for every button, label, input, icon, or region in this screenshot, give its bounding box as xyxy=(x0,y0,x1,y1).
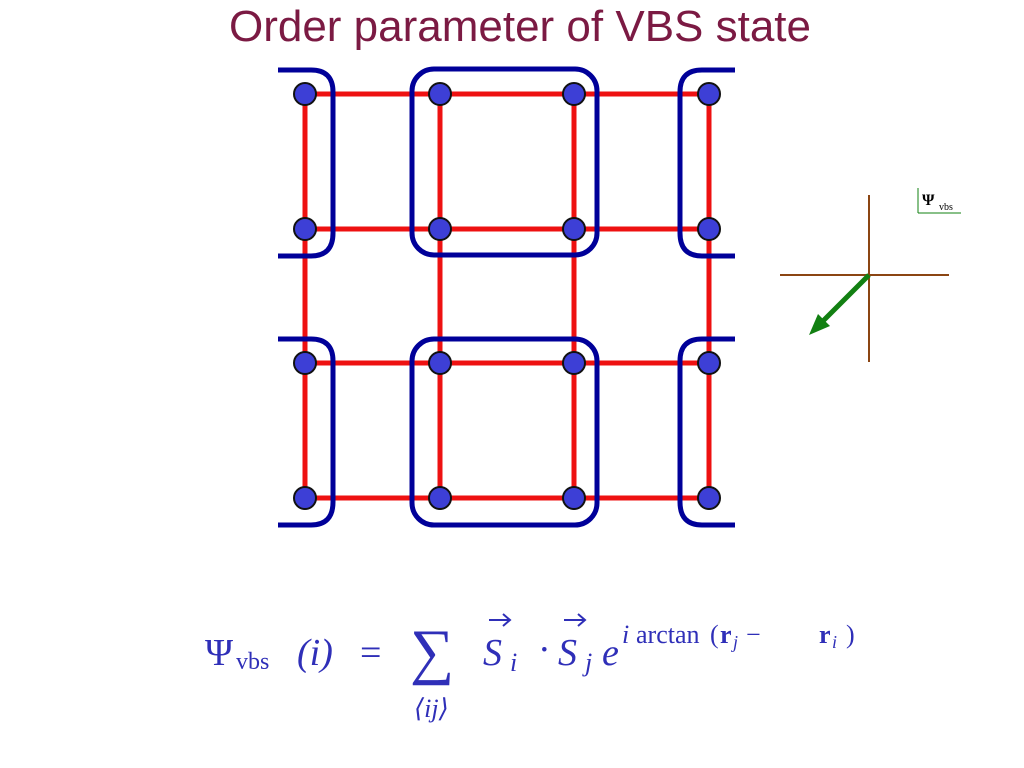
plaquette-top-left-edge xyxy=(278,67,336,259)
page-title: Order parameter of VBS state xyxy=(228,2,812,51)
formula-spin-i-index: i xyxy=(510,648,517,677)
lattice-site xyxy=(562,486,586,510)
formula-exponent-function: arctan xyxy=(636,620,700,649)
formula-exponent-i: i xyxy=(622,620,629,649)
formula-exponent-close: ) xyxy=(846,620,855,649)
formula-psi-subscript: vbs xyxy=(236,649,269,675)
vbs-formula: Ψ vbs (i) = ∑ ⟨ij⟩ S i · S j e i arctan … xyxy=(205,613,855,723)
lattice-site xyxy=(697,486,721,510)
formula-exponent-rj: r xyxy=(720,620,732,649)
spin-j-vector-arrow xyxy=(564,613,587,627)
lattice-site xyxy=(562,217,586,241)
lattice-bonds xyxy=(302,91,712,501)
lattice-site xyxy=(293,486,317,510)
lattice-site xyxy=(697,217,721,241)
lattice-site xyxy=(428,486,452,510)
formula-sum-index: ⟨ij⟩ xyxy=(414,694,449,723)
spin-i-vector-arrow xyxy=(489,613,512,627)
lattice-site xyxy=(697,351,721,375)
plaquette-bottom-center xyxy=(409,336,600,528)
order-parameter-plot: Ψ vbs xyxy=(780,188,961,362)
formula-argument: (i) xyxy=(297,632,333,674)
formula-exponent-open: ( xyxy=(710,620,719,649)
plaquette-bottom-left-edge xyxy=(278,336,336,528)
plaquette-top-right-edge xyxy=(677,67,735,259)
lattice-site xyxy=(293,351,317,375)
formula-exponent-minus: − xyxy=(746,620,761,649)
plot-legend: Ψ vbs xyxy=(917,188,961,214)
formula-spin-j: S xyxy=(558,632,577,674)
plaquette-top-center xyxy=(409,66,600,258)
legend-subscript: vbs xyxy=(939,202,953,213)
formula-spin-j-index: j xyxy=(582,648,592,677)
formula-exponent-rj-index: j xyxy=(731,632,738,652)
formula-equals: = xyxy=(360,632,381,674)
lattice-site xyxy=(428,217,452,241)
lattice-site xyxy=(428,82,452,106)
order-parameter-vector xyxy=(820,273,871,324)
lattice-site xyxy=(428,351,452,375)
order-parameter-arrowhead xyxy=(809,314,830,335)
formula-exponent-ri: r xyxy=(819,620,831,649)
formula-sum-symbol: ∑ xyxy=(410,618,454,686)
formula-psi: Ψ xyxy=(205,632,233,674)
lattice-site xyxy=(562,82,586,106)
formula-exp-base: e xyxy=(602,632,619,674)
plaquette-group xyxy=(278,66,735,528)
lattice-site xyxy=(293,217,317,241)
lattice-site xyxy=(293,82,317,106)
formula-exponent-ri-index: i xyxy=(832,632,837,652)
lattice-site xyxy=(697,82,721,106)
formula-dot: · xyxy=(538,629,551,671)
formula-spin-i: S xyxy=(483,632,502,674)
lattice-site xyxy=(562,351,586,375)
legend-symbol: Ψ xyxy=(922,192,935,209)
lattice-sites xyxy=(293,82,721,510)
plaquette-bottom-right-edge xyxy=(677,336,735,528)
